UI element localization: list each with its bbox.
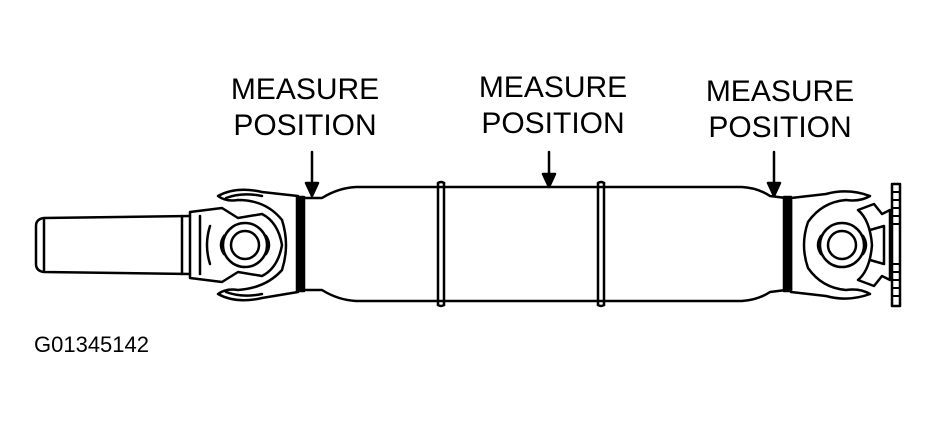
flange-hub [868, 224, 886, 266]
companion-flange-plate [890, 182, 902, 308]
slip-yoke-shaft [34, 214, 192, 276]
measure-position-label-right: MEASURE POSITION [697, 74, 863, 146]
u-joint-bearing-cap-right [818, 221, 866, 269]
tube-ring-left [436, 180, 446, 308]
right-weld-yoke [789, 190, 872, 300]
yoke-arm-line [205, 224, 212, 266]
label-line-1: MEASURE [478, 71, 628, 104]
u-joint-cross-center-left [229, 229, 261, 261]
balance-band-left [295, 195, 306, 293]
driveshaft-tube [302, 185, 788, 303]
u-joint-bearing-cap-left [221, 221, 269, 269]
measure-arrow-left [304, 150, 320, 198]
u-joint-detail [861, 234, 868, 256]
label-line-1: MEASURE [705, 75, 855, 108]
measure-position-label-left: MEASURE POSITION [222, 72, 388, 144]
yoke-ear-top [224, 193, 264, 200]
u-joint-detail [816, 234, 823, 256]
u-joint-detail [219, 234, 226, 256]
yoke-ear-bottom [224, 290, 264, 297]
label-line-2: POSITION [481, 107, 625, 140]
flange-bolt-ridges [891, 191, 901, 297]
figure-id: G01345142 [34, 332, 149, 357]
u-joint-cross-center-right [826, 229, 858, 261]
u-joint-detail [264, 234, 271, 256]
label-line-2: POSITION [708, 111, 852, 144]
measure-arrow-center [541, 150, 557, 189]
left-weld-yoke [216, 188, 300, 302]
measure-position-label-center: MEASURE POSITION [470, 70, 636, 142]
label-line-1: MEASURE [230, 73, 380, 106]
measure-arrow-right [766, 150, 782, 198]
label-line-2: POSITION [233, 109, 377, 142]
left-yoke [188, 206, 284, 284]
tube-ring-right [596, 180, 606, 308]
